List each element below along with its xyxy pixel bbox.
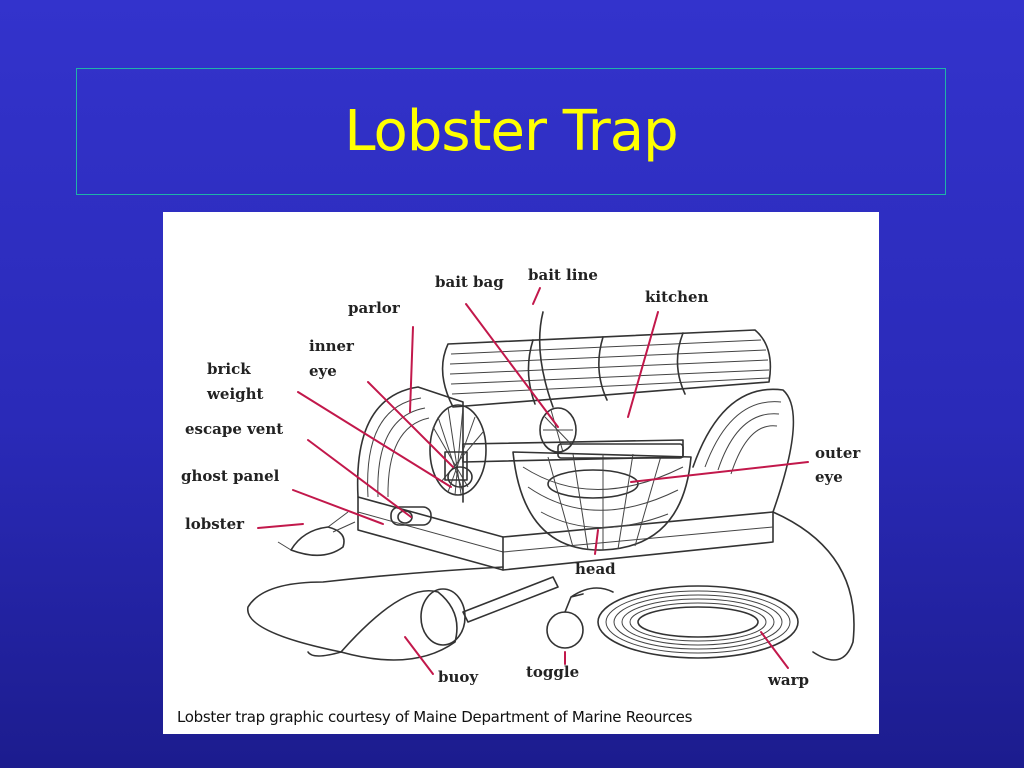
lobster-trap-drawing: bait line bait bag kitchen parlor inner … (181, 266, 861, 689)
leader-escape-vent (307, 439, 412, 518)
bait-bag-drawing (538, 311, 684, 459)
label-toggle: toggle (526, 663, 579, 681)
label-brick-weight-line1: brick (207, 360, 251, 378)
leader-head (594, 529, 599, 555)
leader-buoy (404, 636, 434, 675)
inner-eye-net (429, 404, 487, 496)
title-frame: Lobster Trap (76, 68, 946, 195)
toggle-drawing (546, 587, 614, 649)
leader-warp (760, 631, 789, 669)
label-outer-eye-line1: outer (815, 444, 861, 462)
leader-lobster (257, 523, 304, 529)
label-buoy: buoy (438, 668, 479, 686)
warp-coil-drawing (597, 511, 855, 661)
label-warp: warp (767, 671, 809, 689)
label-inner-eye-line1: inner (309, 337, 355, 355)
trap-left-arch (356, 386, 464, 503)
trap-right-arch (692, 388, 795, 513)
label-bait-bag: bait bag (435, 273, 504, 291)
label-bait-line: bait line (528, 266, 598, 284)
label-inner-eye-line2: eye (309, 362, 337, 380)
label-lobster: lobster (185, 515, 245, 533)
leader-lines (257, 287, 809, 675)
label-brick-weight-line2: weight (206, 385, 264, 403)
slide-title: Lobster Trap (344, 99, 678, 164)
leader-outer-eye (630, 461, 809, 483)
label-ghost-panel: ghost panel (181, 467, 280, 485)
buoy-drawing (247, 566, 559, 661)
trap-arch-top (441, 329, 772, 408)
label-outer-eye-line2: eye (815, 468, 843, 486)
leader-bait-bag (465, 303, 559, 428)
outer-eye-net (512, 451, 692, 551)
lobster-drawing (277, 511, 356, 557)
image-credit: Lobster trap graphic courtesy of Maine D… (177, 708, 693, 726)
lobster-trap-figure: bait line bait bag kitchen parlor inner … (163, 212, 879, 734)
label-head: head (575, 560, 616, 578)
leader-kitchen (627, 311, 659, 418)
label-kitchen: kitchen (645, 288, 709, 306)
leader-parlor (409, 326, 414, 413)
leader-ghost-panel (292, 489, 384, 525)
leader-inner-eye (367, 381, 454, 468)
label-escape-vent: escape vent (185, 420, 283, 438)
leader-brick-weight (297, 391, 452, 488)
label-parlor: parlor (348, 299, 401, 317)
brick-weight-drawing (444, 451, 468, 481)
leader-bait-line (532, 287, 541, 305)
